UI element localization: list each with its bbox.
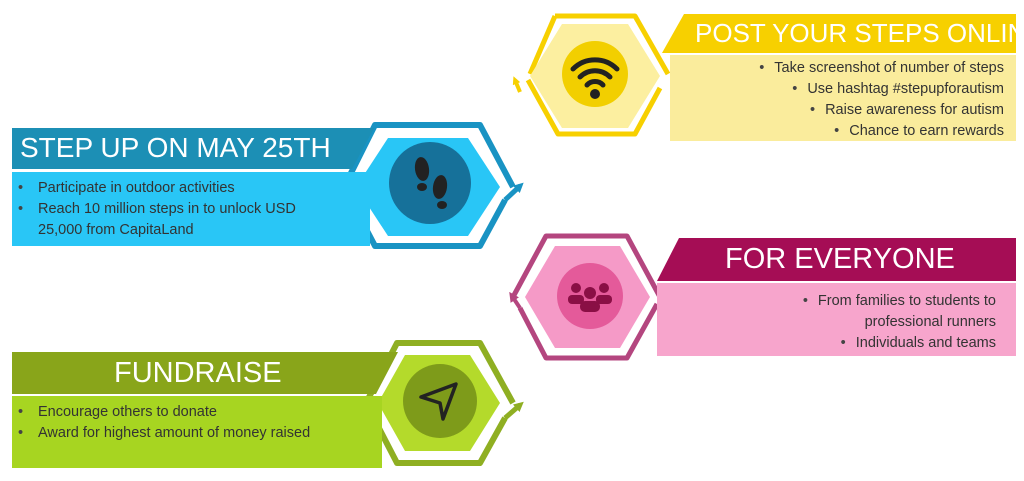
post-title: POST YOUR STEPS ONLINE: [695, 18, 1024, 48]
list-item: Reach 10 million steps in to unlock USD …: [12, 199, 330, 241]
list-item: Encourage others to donate: [12, 402, 322, 423]
post-bullet-list: •Take screenshot of number of steps •Use…: [670, 58, 1004, 142]
list-item: •From families to students to profession…: [802, 293, 996, 330]
everyone-content-box: •From families to students to profession…: [657, 283, 1016, 356]
post-hexagon: [512, 13, 671, 137]
everyone-banner: [657, 238, 1016, 281]
fund-content-box: Encourage others to donate Award for hig…: [12, 396, 382, 468]
list-item: •Chance to earn rewards: [834, 123, 1004, 139]
step-bullet-list: Participate in outdoor activities Reach …: [12, 178, 330, 241]
step-banner: [12, 128, 374, 169]
wifi-icon: [570, 57, 620, 99]
list-item: Award for highest amount of money raised: [12, 423, 322, 444]
footprints-icon: [414, 157, 448, 209]
post-banner: [662, 14, 1016, 53]
send-icon: [419, 382, 458, 421]
step-hexagon: [341, 122, 524, 249]
list-item: •Raise awareness for autism: [810, 102, 1004, 118]
list-item: •Use hashtag #stepupforautism: [792, 81, 1004, 97]
list-item: •Take screenshot of number of steps: [759, 60, 1004, 76]
post-content-box: •Take screenshot of number of steps •Use…: [670, 55, 1016, 141]
fund-banner: [12, 352, 398, 394]
group-icon: [568, 283, 612, 312]
step-title: STEP UP ON MAY 25TH: [20, 132, 331, 163]
fund-bullet-list: Encourage others to donate Award for hig…: [12, 402, 322, 444]
everyone-title: FOR EVERYONE: [725, 243, 955, 275]
fund-title: FUNDRAISE: [114, 357, 282, 389]
everyone-bullet-list: •From families to students to profession…: [657, 291, 996, 354]
list-item: Participate in outdoor activities: [12, 178, 330, 199]
list-item: •Individuals and teams: [840, 335, 996, 351]
step-content-box: Participate in outdoor activities Reach …: [12, 172, 370, 246]
